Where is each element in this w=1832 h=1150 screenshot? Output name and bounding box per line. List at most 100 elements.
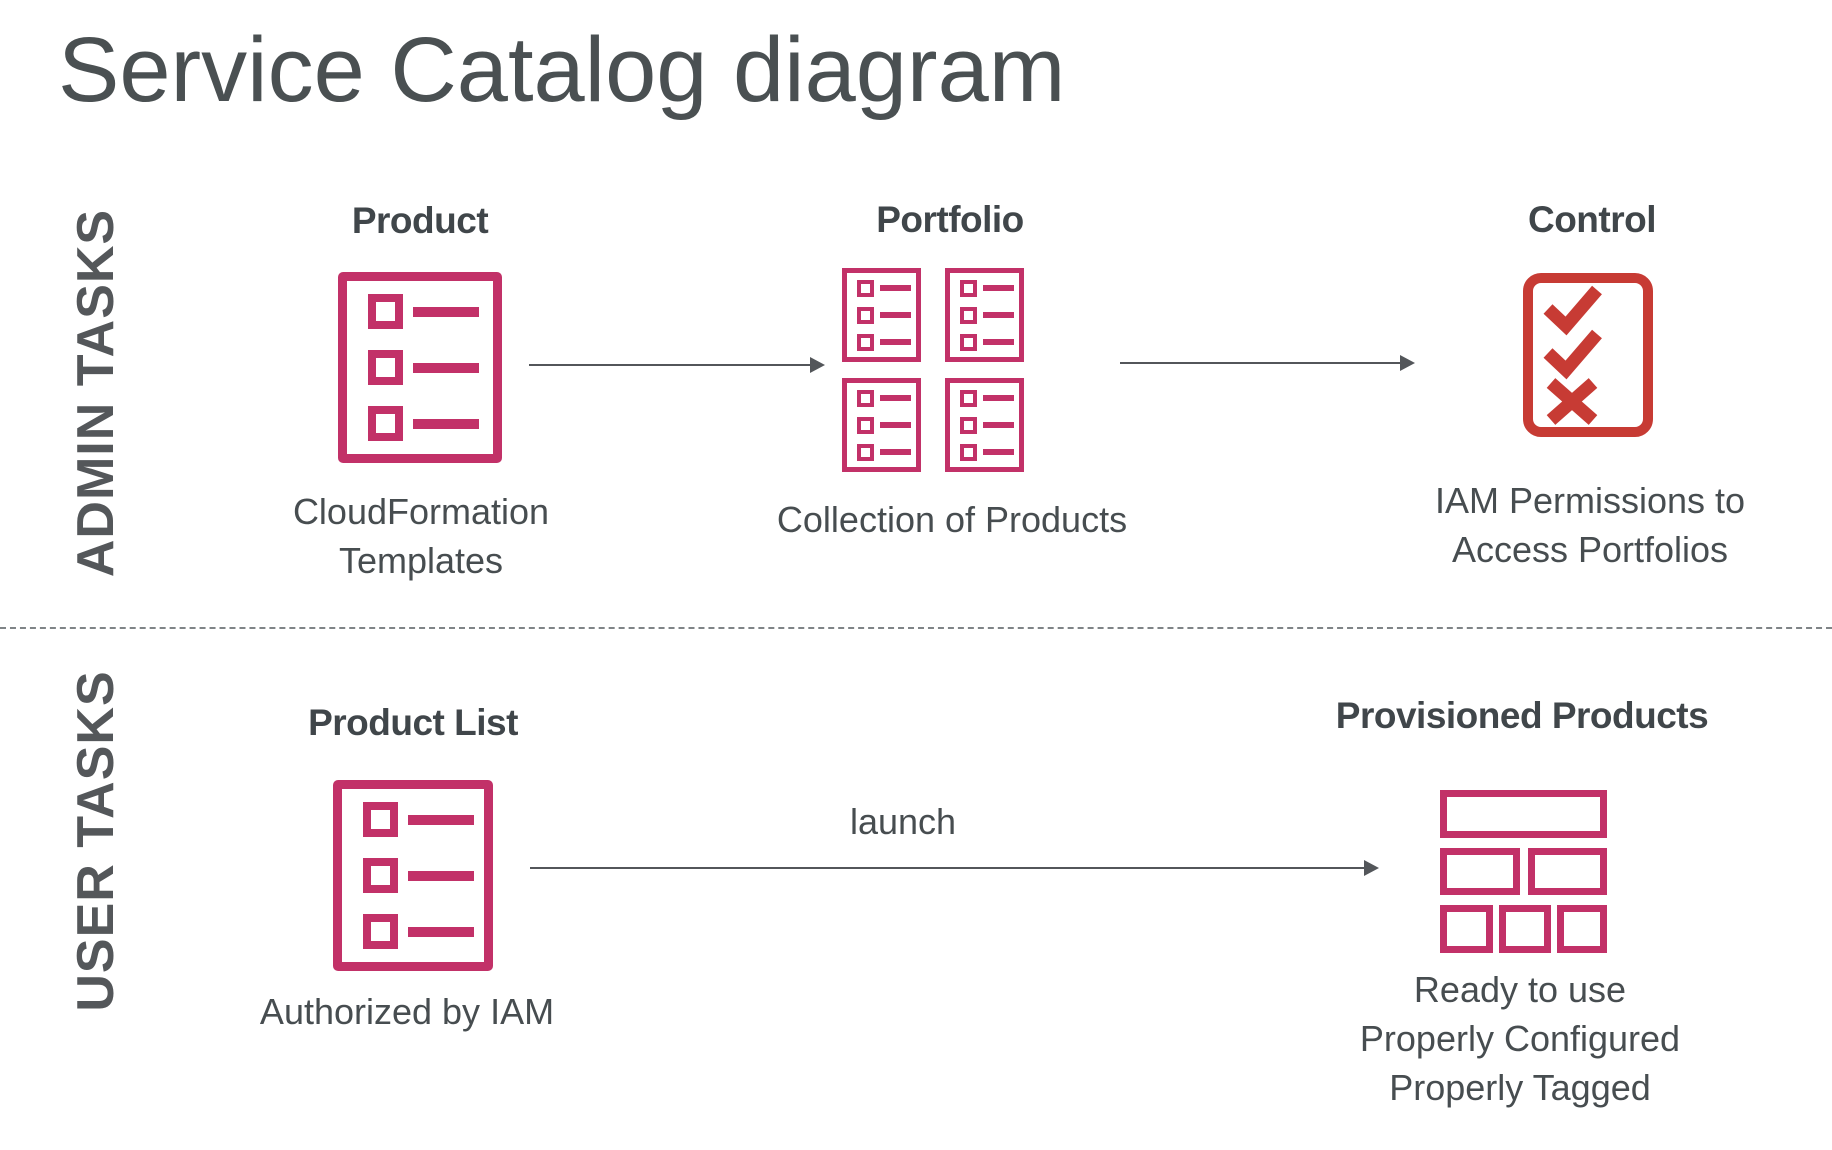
checklist-svg <box>1523 273 1653 437</box>
dashed-divider <box>0 627 1832 629</box>
list-row <box>960 443 1019 461</box>
line-glyph <box>880 395 911 401</box>
list-row <box>960 333 1019 351</box>
line-glyph <box>413 306 479 317</box>
control-heading: Control <box>1527 199 1657 240</box>
list-row <box>363 802 484 837</box>
caption-line: IAM Permissions to <box>1434 480 1746 521</box>
provisioned-products-heading: Provisioned Products <box>1335 695 1709 736</box>
brick-glyph <box>1528 848 1607 895</box>
line-glyph <box>880 339 911 345</box>
checkbox-glyph <box>960 416 977 434</box>
control-caption: IAM Permissions to Access Portfolios <box>1435 477 1745 575</box>
portfolio-item-icon <box>842 378 921 472</box>
checkbox-glyph <box>363 802 398 837</box>
line-glyph <box>983 285 1014 291</box>
list-row <box>363 858 484 893</box>
portfolio-caption: Collection of Products <box>777 496 1127 545</box>
provisioned-products-bricks-icon <box>1440 790 1607 953</box>
checkbox-glyph <box>857 416 874 434</box>
control-checklist-icon <box>1523 273 1653 437</box>
caption-line: CloudFormation <box>292 491 550 532</box>
line-glyph <box>983 422 1014 428</box>
caption-line: Properly Tagged <box>1389 1066 1651 1108</box>
checkbox-glyph <box>368 406 403 441</box>
caption-line: launch <box>849 801 957 842</box>
product-list-heading: Product List <box>308 702 518 743</box>
line-glyph <box>408 926 474 937</box>
checkbox-glyph <box>368 294 403 329</box>
line-glyph <box>413 362 479 373</box>
brick-row <box>1440 905 1607 953</box>
check-icon <box>1543 285 1602 336</box>
checkbox-glyph <box>960 389 977 407</box>
list-row <box>960 389 1019 407</box>
checkbox-glyph <box>960 306 977 324</box>
checkbox-glyph <box>960 333 977 351</box>
arrow-right-icon <box>529 357 825 373</box>
portfolio-heading: Portfolio <box>876 199 1024 240</box>
list-row <box>363 914 484 949</box>
checkbox-glyph <box>857 279 874 297</box>
caption-line: Collection of Products <box>776 499 1128 540</box>
list-row <box>857 443 916 461</box>
product-caption: CloudFormation Templates <box>293 488 549 586</box>
list-row <box>857 416 916 434</box>
line-glyph <box>880 285 911 291</box>
caption-line: Access Portfolios <box>1451 528 1729 570</box>
line-glyph <box>983 339 1014 345</box>
brick-glyph <box>1440 848 1520 895</box>
list-row <box>857 333 916 351</box>
product-list-document-icon <box>333 780 493 971</box>
page-title: Service Catalog diagram <box>58 19 1066 121</box>
line-glyph <box>880 312 911 318</box>
brick-glyph <box>1499 905 1551 953</box>
line-glyph <box>408 870 474 881</box>
checkbox-glyph <box>857 333 874 351</box>
checkbox-glyph <box>363 914 398 949</box>
product-list-document-icon <box>338 272 502 463</box>
brick-glyph <box>1557 905 1607 953</box>
brick-row <box>1440 790 1607 838</box>
caption-line: Templates <box>338 539 504 581</box>
caption-line: Authorized by IAM <box>259 991 555 1032</box>
list-row <box>960 306 1019 324</box>
list-row <box>368 406 493 441</box>
portfolio-item-icon <box>945 268 1024 362</box>
list-row <box>857 306 916 324</box>
product-heading: Product <box>351 200 489 241</box>
check-icon <box>1543 329 1602 380</box>
portfolio-grid-icon <box>842 268 1024 472</box>
product-list-caption: Authorized by IAM <box>260 988 554 1037</box>
arrow-right-icon <box>530 860 1379 876</box>
brick-glyph <box>1440 790 1607 838</box>
list-row <box>960 416 1019 434</box>
brick-row <box>1440 848 1607 895</box>
brick-glyph <box>1440 905 1493 953</box>
checkbox-glyph <box>368 350 403 385</box>
portfolio-item-icon <box>945 378 1024 472</box>
launch-label: launch <box>850 798 956 847</box>
line-glyph <box>880 422 911 428</box>
checkbox-glyph <box>857 389 874 407</box>
line-glyph <box>983 449 1014 455</box>
provisioned-products-caption: Ready to use Properly Configured Properl… <box>1360 966 1680 1113</box>
list-row <box>368 294 493 329</box>
line-glyph <box>880 449 911 455</box>
admin-tasks-side-label: ADMIN TASKS <box>67 208 125 578</box>
checkbox-glyph <box>960 279 977 297</box>
checkbox-glyph <box>857 306 874 324</box>
checkbox-glyph <box>960 443 977 461</box>
checkbox-glyph <box>857 443 874 461</box>
line-glyph <box>983 312 1014 318</box>
x-icon <box>1546 378 1598 425</box>
arrow-right-icon <box>1120 355 1415 371</box>
caption-line: Properly Configured <box>1359 1017 1681 1059</box>
list-row <box>960 279 1019 297</box>
portfolio-item-icon <box>842 268 921 362</box>
caption-line: Ready to use <box>1413 969 1627 1010</box>
line-glyph <box>408 814 474 825</box>
checkbox-glyph <box>363 858 398 893</box>
list-row <box>857 389 916 407</box>
